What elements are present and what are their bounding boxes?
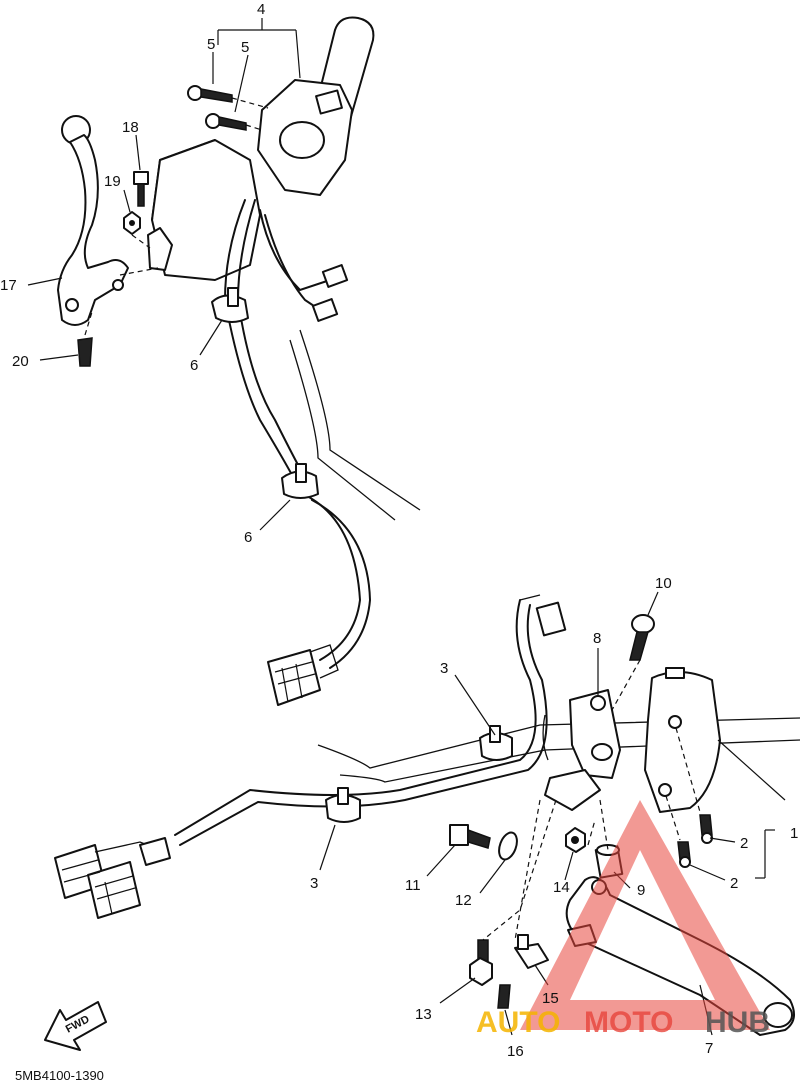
clutch-lever [57,115,129,326]
callout-14: 14 [553,879,570,896]
callout-4: 4 [257,1,265,18]
wire-clamp-upper [211,287,249,323]
callout-5a: 5 [207,36,215,53]
diagram-code: 5MB4100-1390 [15,1068,104,1083]
nut-19 [123,211,141,235]
screw-16 [497,984,511,1009]
callout-20: 20 [12,353,29,370]
watermark-moto: MOTO [584,1006,673,1039]
callout-17: 17 [0,277,17,294]
callout-7: 7 [705,1040,713,1057]
handlebar-upper-outline [289,329,421,521]
switch-15 [514,934,549,969]
bolt-5-lower [205,113,247,131]
bolt-11 [449,824,491,849]
wire-clamp-lower-left [325,787,361,823]
callout-5b: 5 [241,39,249,56]
bolt-18 [133,171,149,207]
watermark-hub: HUB [705,1006,770,1039]
screw-2-upper [699,814,713,844]
connector-block-upper [267,644,339,706]
washer-12 [498,831,518,861]
callout-12: 12 [455,892,472,909]
assembly-lines-upper [84,97,269,336]
callout-labels: 1 2 2 3 3 4 5 5 6 6 7 8 9 10 11 12 13 14… [0,1,798,1060]
connector-small-lower [535,601,567,637]
callout-2a: 2 [740,835,748,852]
wire-clamp-lower-right [479,725,513,761]
screw-20 [77,337,93,367]
callout-18: 18 [122,119,139,136]
switch-terminal-connectors [311,264,349,322]
switch-harness-lower [174,594,548,846]
watermark-auto: AUTO [476,1006,560,1039]
switch-housing [147,139,261,281]
assembly-lines-lower [482,659,701,941]
callout-8: 8 [593,630,601,647]
callout-16: 16 [507,1043,524,1060]
callout-10: 10 [655,575,672,592]
connector-block-lower [54,837,171,919]
screw-2-lower [677,841,691,868]
callout-6b: 6 [244,529,252,546]
callout-11: 11 [405,877,421,894]
callout-3a: 3 [440,660,448,677]
callout-bracket-4 [217,18,301,79]
handlebar-switch-lower [644,667,721,813]
bolt-5-upper [187,85,233,103]
callout-6a: 6 [190,357,198,374]
leaders-upper [27,52,291,531]
callout-13: 13 [415,1006,432,1023]
lever-holder [544,689,621,811]
callout-2b: 2 [730,875,738,892]
fwd-arrow-icon: FWD [44,1001,107,1051]
callout-1: 1 [790,825,798,842]
callout-9: 9 [637,882,645,899]
watermark-logo: AUTO MOTO HUB [476,800,770,1039]
bolt-10 [629,614,655,661]
callout-15: 15 [542,990,559,1007]
callout-19: 19 [104,173,121,190]
handlebar-switch-upper [257,79,353,196]
switch-harness-upper [223,199,372,669]
handlebar-lower-outline [317,714,800,783]
wire-clamp-middle [281,463,319,499]
nut-14 [565,827,586,853]
callout-3b: 3 [310,875,318,892]
watermark-triangle-icon [520,800,770,1030]
bolt-13 [469,939,493,986]
